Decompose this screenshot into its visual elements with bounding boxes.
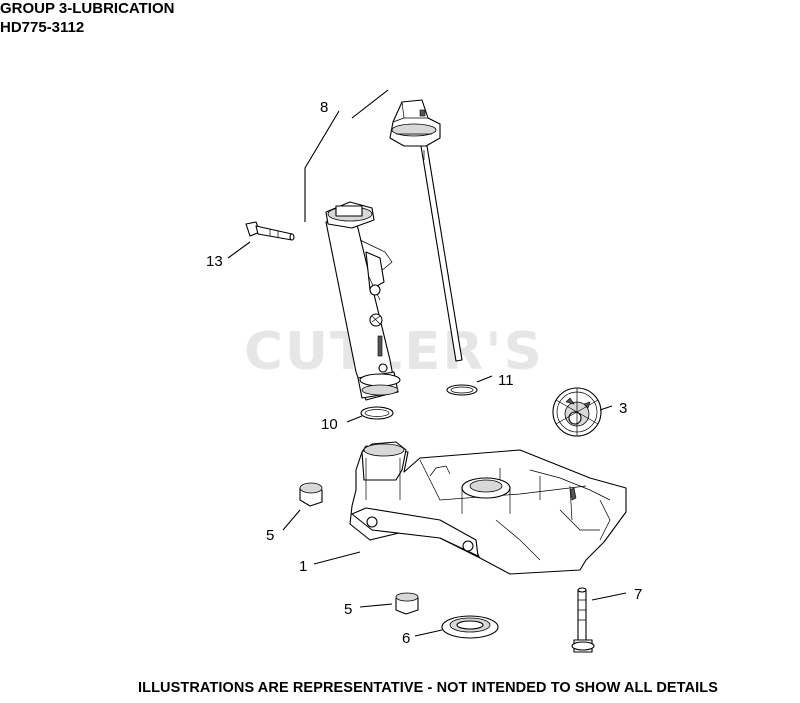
callout-8: 8 [320, 99, 328, 116]
model-number: HD775-3112 [0, 19, 85, 36]
dipstick-rod [420, 145, 463, 362]
callout-10: 10 [321, 416, 338, 433]
o-ring-10 [360, 406, 394, 420]
governor-gear-3 [552, 387, 602, 437]
plug-5-lower [395, 592, 419, 615]
oil-seal-6 [441, 615, 499, 639]
closure-plate-1 [349, 441, 627, 575]
disclaimer-footer: ILLUSTRATIONS ARE REPRESENTATIVE - NOT I… [138, 680, 718, 696]
bolt-7 [571, 587, 595, 653]
bolt-13 [245, 221, 295, 241]
callout-1: 1 [299, 558, 307, 575]
dipstick-tube [325, 201, 401, 401]
callout-3: 3 [619, 400, 627, 417]
callout-6: 6 [402, 630, 410, 647]
diagram-title: GROUP 3-LUBRICATION [0, 0, 175, 17]
leader-lines [227, 241, 627, 637]
callout-7: 7 [634, 586, 642, 603]
callout-5-upper: 5 [266, 527, 274, 544]
dipstick-cap [389, 99, 441, 147]
plug-5-upper [299, 482, 323, 507]
callout-11: 11 [498, 372, 514, 389]
callout-13: 13 [206, 253, 223, 270]
callout-5-lower: 5 [344, 601, 352, 618]
o-ring-11 [446, 384, 478, 396]
part-8-bracket [304, 89, 389, 222]
